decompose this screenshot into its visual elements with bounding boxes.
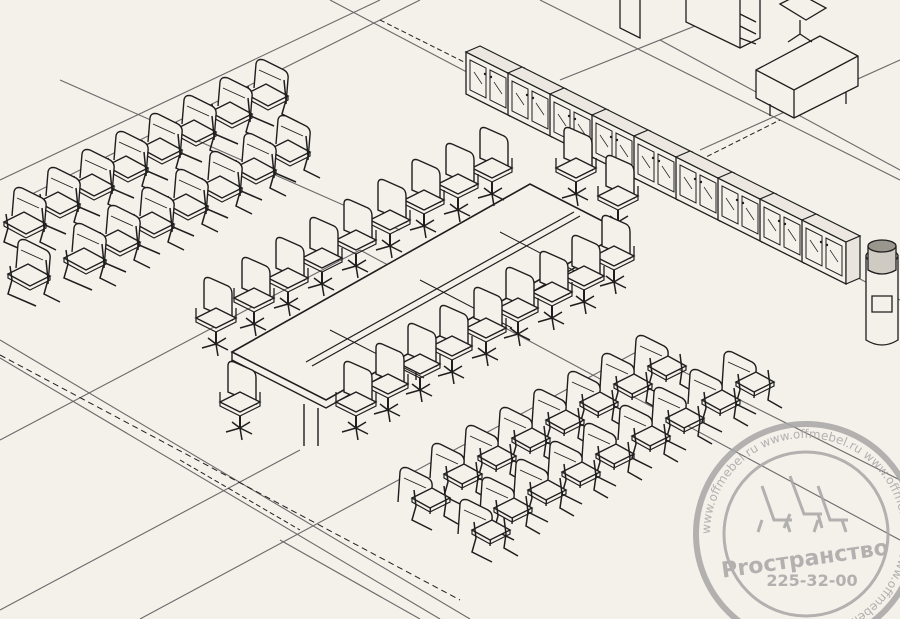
watermark-phone: 225-32-00 bbox=[766, 571, 857, 590]
conference-table bbox=[230, 183, 626, 446]
chairs-logo-icon bbox=[756, 475, 848, 533]
water-cooler bbox=[865, 239, 899, 346]
watermark-seal: Proстранство 225-32-00 www.offmebel.ru w… bbox=[693, 421, 900, 619]
floor-strips bbox=[0, 19, 781, 601]
desk-workstation bbox=[619, 0, 859, 119]
left-seating-block bbox=[3, 58, 321, 307]
